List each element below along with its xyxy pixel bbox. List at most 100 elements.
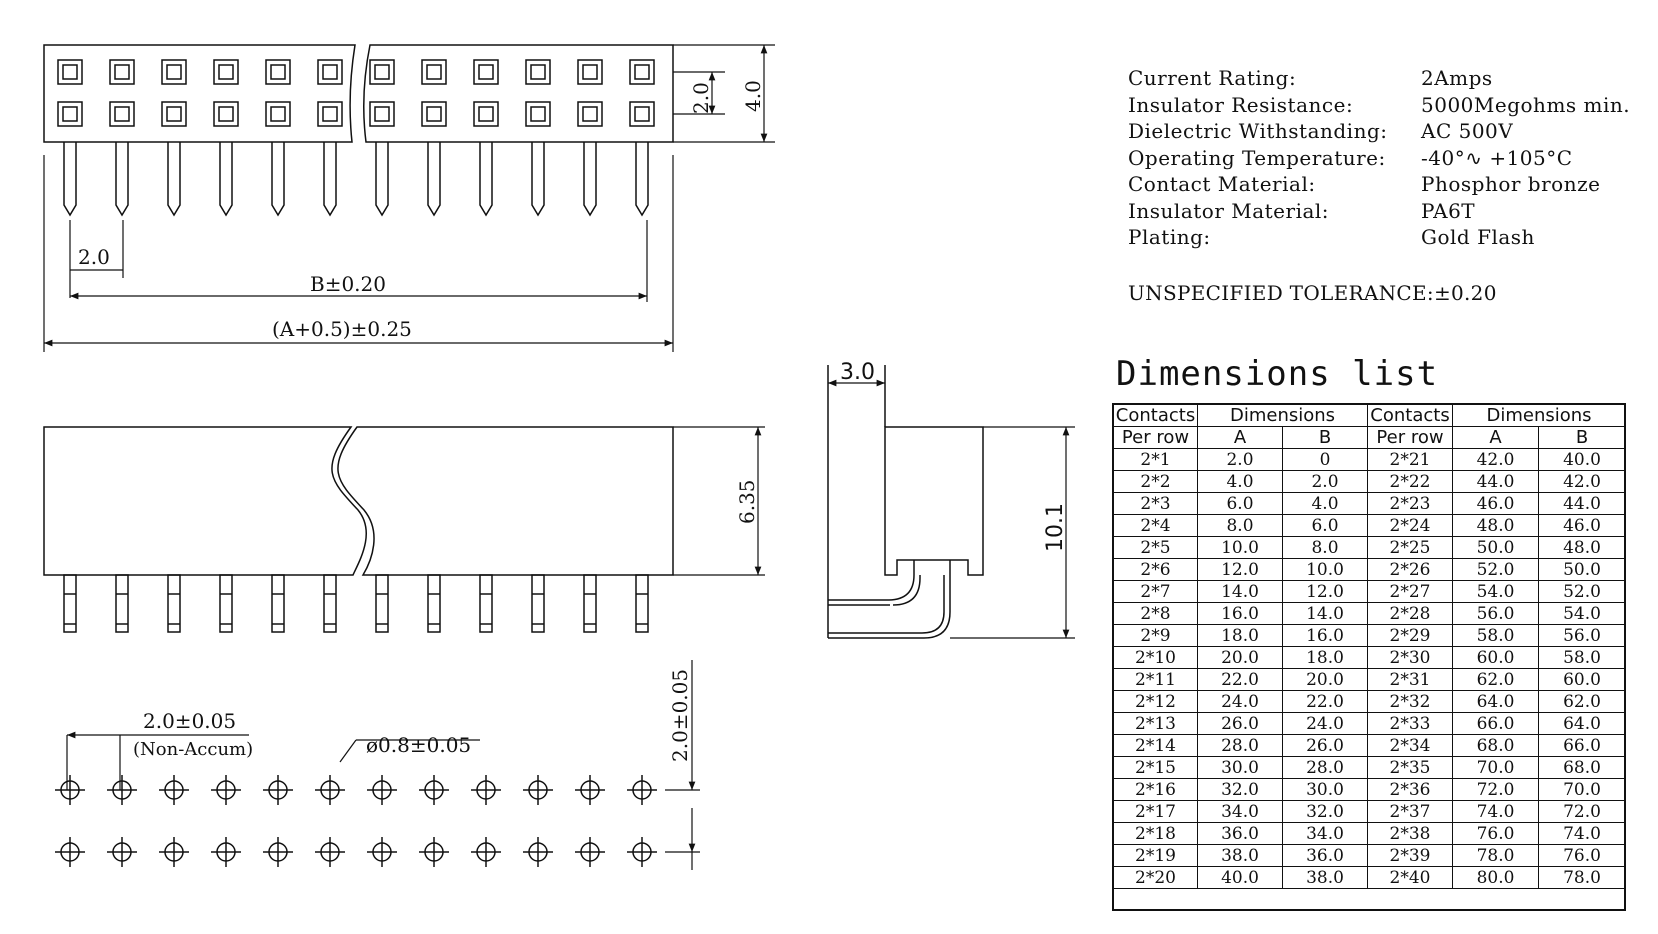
- contacts-cell: 2*22: [1367, 470, 1453, 493]
- total-height-label: 10.1: [1043, 503, 1068, 552]
- socket-inner: [634, 64, 650, 80]
- socket-inner: [270, 106, 286, 122]
- top-pins: [63, 142, 649, 217]
- spec-label: Contact Material:: [1128, 172, 1316, 196]
- socket-inner: [530, 64, 546, 80]
- contacts-cell: 2*11: [1113, 668, 1198, 691]
- spec-label: Dielectric Withstanding:: [1128, 119, 1388, 143]
- dim-b-cell: 60.0: [1538, 668, 1626, 691]
- dim-b-cell: 54.0: [1538, 602, 1626, 625]
- dim-a-cell: 12.0: [1197, 558, 1283, 581]
- front-pin: [583, 574, 597, 633]
- socket-outer: [265, 101, 291, 127]
- dim-a-cell: 68.0: [1452, 734, 1539, 757]
- header-per-row: Per row: [1113, 426, 1198, 449]
- dim-b-cell: 30.0: [1282, 778, 1368, 801]
- socket-outer: [577, 59, 603, 85]
- socket-outer: [577, 101, 603, 127]
- contacts-cell: 2*15: [1113, 756, 1198, 779]
- spec-label: Insulator Resistance:: [1128, 92, 1354, 117]
- dim-a-cell: 18.0: [1197, 624, 1283, 647]
- contacts-cell: 2*8: [1113, 602, 1198, 625]
- dim-a-cell: 42.0: [1452, 448, 1539, 471]
- socket-inner: [426, 64, 442, 80]
- spec-value: 2Amps: [1421, 66, 1493, 90]
- dim-a-cell: 40.0: [1197, 866, 1283, 889]
- socket-outer: [369, 101, 395, 127]
- dim-a-cell: 76.0: [1452, 822, 1539, 845]
- dim-a-cell: 34.0: [1197, 800, 1283, 823]
- dim-b-cell: 44.0: [1538, 492, 1626, 515]
- socket-inner: [218, 64, 234, 80]
- top-pin: [531, 142, 545, 217]
- dim-b-label: B±0.20: [310, 272, 386, 296]
- contacts-cell: 2*17: [1113, 800, 1198, 823]
- contacts-cell: 2*37: [1367, 800, 1453, 823]
- dim-b-cell: 52.0: [1538, 580, 1626, 603]
- dim-b-cell: 70.0: [1538, 778, 1626, 801]
- contacts-cell: 2*25: [1367, 536, 1453, 559]
- dim-a-cell: 50.0: [1452, 536, 1539, 559]
- hole-row-pitch-label: 2.0±0.05: [668, 669, 692, 762]
- contacts-cell: 2*23: [1367, 492, 1453, 515]
- contacts-cell: 2*18: [1113, 822, 1198, 845]
- dim-a-cell: 46.0: [1452, 492, 1539, 515]
- socket-outer: [369, 59, 395, 85]
- table-header-row: Contacts Dimensions Contacts Dimensions: [1113, 404, 1626, 427]
- contacts-cell: 2*38: [1367, 822, 1453, 845]
- contacts-cell: 2*5: [1113, 536, 1198, 559]
- dim-b-cell: 4.0: [1282, 492, 1368, 515]
- dim-a-cell: 70.0: [1452, 756, 1539, 779]
- contacts-cell: 2*2: [1113, 470, 1198, 493]
- contacts-cell: 2*30: [1367, 646, 1453, 669]
- contacts-cell: 2*14: [1113, 734, 1198, 757]
- front-pin: [375, 574, 389, 633]
- top-sockets: [57, 59, 655, 127]
- socket-outer: [213, 59, 239, 85]
- dim-a-cell: 62.0: [1452, 668, 1539, 691]
- contacts-cell: 2*21: [1367, 448, 1453, 471]
- dim-a-cell: 38.0: [1197, 844, 1283, 867]
- top-pin: [583, 142, 597, 217]
- dim-a-cell: 32.0: [1197, 778, 1283, 801]
- front-pin: [635, 574, 649, 633]
- dim-b-cell: 48.0: [1538, 536, 1626, 559]
- contacts-cell: 2*39: [1367, 844, 1453, 867]
- top-pin: [63, 142, 77, 217]
- top-pin: [219, 142, 233, 217]
- contacts-cell: 2*29: [1367, 624, 1453, 647]
- socket-outer: [421, 59, 447, 85]
- dim-b-cell: 58.0: [1538, 646, 1626, 669]
- contacts-cell: 2*35: [1367, 756, 1453, 779]
- spec-value: AC 500V: [1421, 119, 1514, 143]
- front-pin: [479, 574, 493, 633]
- socket-inner: [530, 106, 546, 122]
- front-pin: [219, 574, 233, 633]
- top-pin: [635, 142, 649, 217]
- spec-label: Current Rating:: [1128, 66, 1297, 90]
- socket-inner: [218, 106, 234, 122]
- front-pin: [323, 574, 337, 633]
- socket-inner: [114, 64, 130, 80]
- top-dimensions: [43, 44, 775, 352]
- dim-b-cell: 20.0: [1282, 668, 1368, 691]
- socket-inner: [582, 106, 598, 122]
- dim-a-cell: 64.0: [1452, 690, 1539, 713]
- socket-outer: [629, 101, 655, 127]
- socket-outer: [213, 101, 239, 127]
- socket-outer: [265, 59, 291, 85]
- contacts-cell: 2*10: [1113, 646, 1198, 669]
- socket-inner: [322, 64, 338, 80]
- row-pitch-label: 2.0: [689, 82, 713, 114]
- contacts-cell: 2*24: [1367, 514, 1453, 537]
- contacts-cell: 2*16: [1113, 778, 1198, 801]
- socket-inner: [166, 64, 182, 80]
- contacts-cell: 2*36: [1367, 778, 1453, 801]
